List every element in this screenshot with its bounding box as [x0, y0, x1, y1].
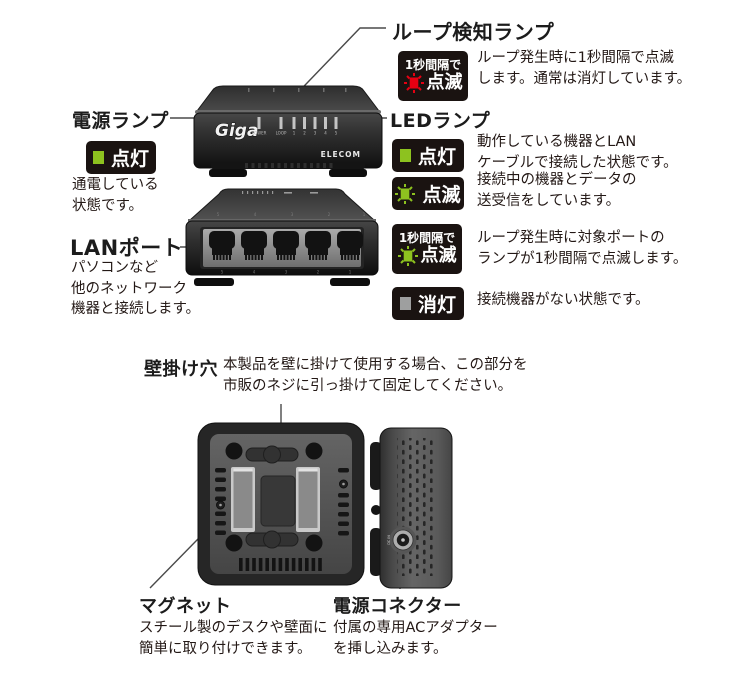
svg-text:4: 4: [324, 131, 327, 136]
top-port-numbers: 5 4 3 2 1: [217, 212, 366, 217]
svg-text:POWER: POWER: [252, 131, 267, 136]
lan-port-jack: [209, 231, 235, 260]
rubber-feet: [225, 442, 323, 552]
magnet-strip-right: [296, 467, 320, 532]
power-connector-desc: 付属の専用ACアダプター を挿し込みます。: [333, 620, 498, 657]
loop-lamp-badge-label: 点滅: [426, 72, 463, 93]
power-lamp-badge-label: 点灯: [110, 148, 149, 170]
led-row-interval-prefix: 1秒間隔で: [398, 231, 456, 245]
led-row-interval-blink-badge: 1秒間隔で 点滅: [392, 224, 462, 274]
wall-mount-keyhole-top: [245, 445, 299, 464]
svg-text:4: 4: [253, 270, 256, 275]
right-foot: [329, 169, 367, 177]
svg-text:1: 1: [349, 270, 352, 275]
led-blink-green-icon: [397, 246, 418, 266]
bottom-vent-strip: [211, 162, 365, 169]
svg-text:3: 3: [291, 212, 294, 217]
magnet-desc: スチール製のデスクや壁面に 簡単に取り付けできます。: [139, 620, 328, 657]
led-solid-green-icon: [399, 149, 411, 162]
led-row-blink-desc: 接続中の機器とデータの 送受信をしています。: [477, 172, 637, 209]
side-edge-tabs: [370, 442, 382, 576]
led-solid-gray-icon: [399, 297, 411, 310]
led-row-lit-desc: 動作している機器とLAN ケーブルで接続した状態です。: [477, 134, 678, 171]
bottom-vent-teeth: [245, 163, 333, 168]
svg-text:2: 2: [317, 270, 320, 275]
elecom-logo: ELECOM: [321, 150, 361, 159]
svg-text:1: 1: [293, 131, 296, 136]
lan-port-title: LANポート: [70, 236, 184, 260]
switch-back-view: [197, 422, 365, 586]
led-row-lit-badge: 点灯: [392, 139, 464, 172]
screw-hole-left: [216, 500, 225, 510]
power-connector-title: 電源コネクター: [333, 596, 462, 617]
lan-port-jack: [305, 231, 331, 260]
led-row-off-desc: 接続機器がない状態です。: [477, 292, 650, 308]
side-vents-left: [215, 468, 226, 535]
lan-port-desc: パソコンなど 他のネットワーク 機器と接続します。: [71, 260, 201, 317]
led-row-blink-label: 点滅: [422, 184, 461, 206]
power-lamp-desc: 通電している 状態です。: [72, 177, 159, 214]
led-lamp-title: LEDランプ: [390, 110, 491, 132]
switch-side-view: DC IN: [370, 427, 453, 589]
led-slots: [257, 117, 338, 129]
led-row-interval-desc: ループ発生時に対象ポートの ランプが1秒間隔で点滅します。: [477, 230, 688, 267]
loop-lamp-desc: ループ発生時に1秒間隔で点滅 します。通常は消灯しています。: [477, 50, 692, 87]
magnet-title: マグネット: [139, 596, 232, 617]
bottom-comb-vents: [239, 558, 322, 571]
left-foot: [209, 169, 247, 177]
led-row-blink-badge: 点滅: [392, 177, 464, 210]
side-vent-dots: [397, 438, 437, 576]
lan-ports: [209, 231, 363, 260]
led-blink-green-icon: [395, 183, 416, 204]
side-vents-right: [338, 468, 349, 536]
wall-hole-desc: 本製品を壁に掛けて使用する場合、この部分を 市販のネジに引っ掛けて固定してくださ…: [223, 357, 528, 394]
wall-hole-title: 壁掛け穴: [144, 359, 218, 380]
led-row-interval-label: 点滅: [420, 245, 457, 266]
loop-lamp-leader-line: [282, 27, 386, 109]
dc-power-connector: [389, 526, 417, 554]
loop-lamp-badge-prefix: 1秒間隔で: [404, 58, 462, 72]
lan-port-jack: [241, 231, 267, 260]
right-foot: [330, 278, 370, 286]
svg-text:3: 3: [314, 131, 317, 136]
svg-text:5: 5: [335, 131, 338, 136]
svg-text:2: 2: [328, 212, 331, 217]
top-edge-marks: [242, 191, 318, 194]
svg-text:5: 5: [221, 270, 224, 275]
screw-hole-right: [339, 479, 348, 489]
svg-text:4: 4: [254, 212, 257, 217]
switch-port-view: 5 4 3 2 1: [185, 188, 379, 286]
led-row-off-badge: 消灯: [392, 287, 464, 320]
power-lamp-title: 電源ランプ: [72, 110, 169, 132]
switch-front-top-view: Giga POWER LOOP 1 2 3 4 5 ELECOM: [193, 85, 383, 177]
led-blink-red-icon: [403, 73, 424, 93]
magnet-strip-left: [231, 467, 255, 532]
svg-text:1: 1: [363, 212, 366, 217]
led-row-off-label: 消灯: [417, 294, 456, 316]
lan-port-jack: [273, 231, 299, 260]
led-solid-green-icon: [92, 151, 104, 164]
center-recess: [260, 475, 296, 527]
led-labels: POWER LOOP 1 2 3 4 5: [252, 131, 338, 136]
svg-text:5: 5: [217, 212, 220, 217]
left-foot: [194, 278, 234, 286]
dc-in-label: DC IN: [387, 535, 391, 545]
power-lamp-badge: 点灯: [86, 141, 156, 174]
top-edge-marks: [248, 88, 347, 92]
svg-text:2: 2: [303, 131, 306, 136]
loop-lamp-title: ループ検知ランプ: [392, 20, 555, 44]
loop-lamp-badge: 1秒間隔で 点滅: [398, 51, 468, 101]
lan-port-jack: [337, 231, 363, 260]
switch-top-surface: [196, 85, 380, 112]
led-row-lit-label: 点灯: [417, 146, 456, 168]
giga-logo: Giga: [215, 121, 258, 141]
svg-text:LOOP: LOOP: [276, 131, 287, 136]
bottom-port-numbers: 5 4 3 2 1: [221, 270, 352, 275]
svg-text:3: 3: [285, 270, 288, 275]
wall-mount-keyhole-bottom: [245, 530, 299, 549]
